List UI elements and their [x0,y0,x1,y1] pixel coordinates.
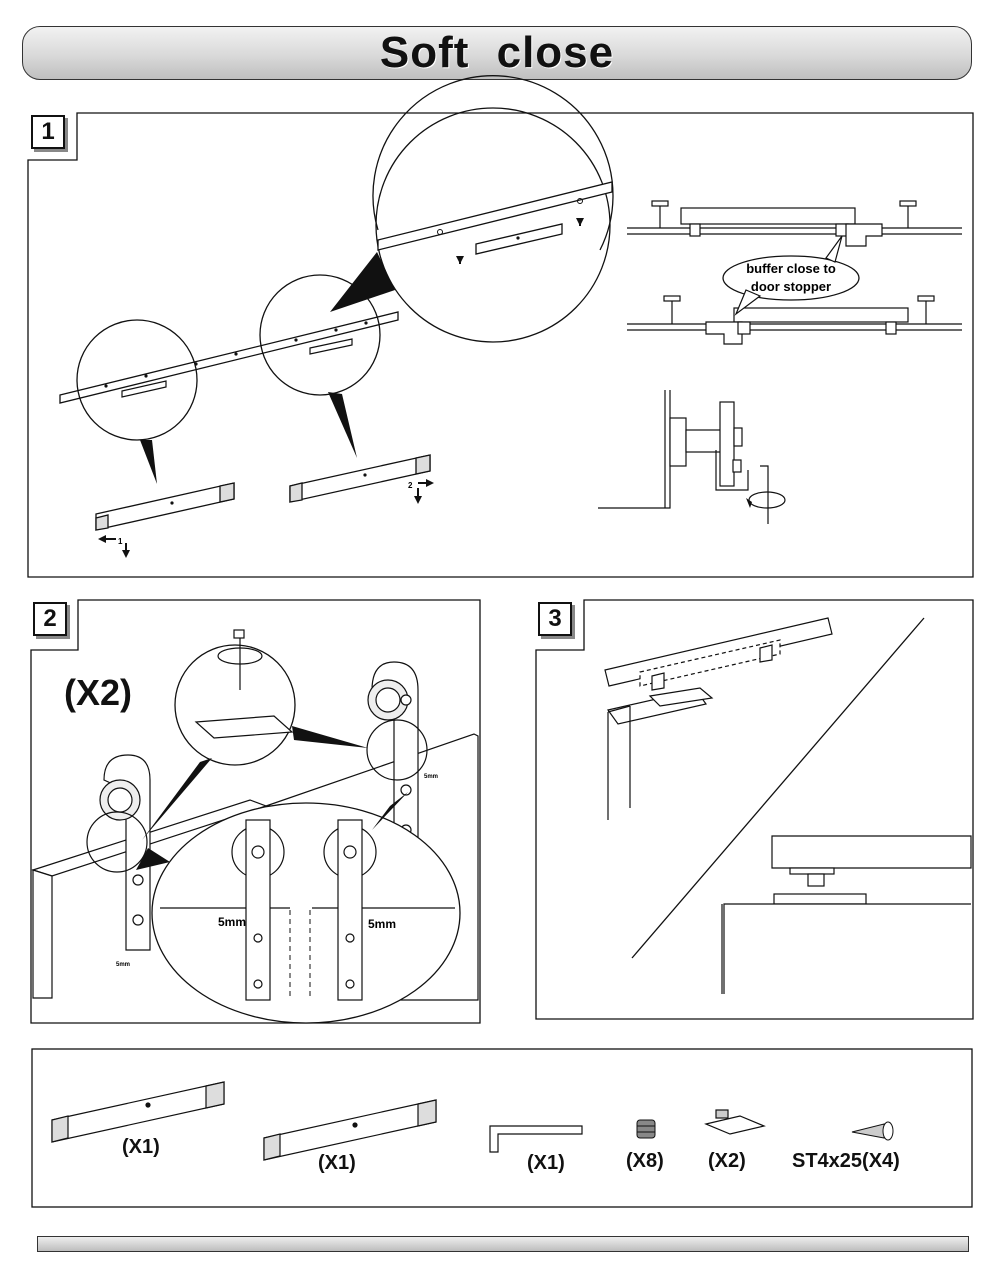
page-title: Soft close [379,28,615,77]
step-2-badge: 2 [33,602,67,636]
part-qty-3: (X1) [527,1152,565,1174]
part-qty-2: (X1) [318,1152,356,1174]
screw-icon [851,1121,894,1141]
set-screw-icon [636,1119,656,1139]
dimension-small-left: 5mm [116,962,130,968]
step-2-panel: 5mm 5mm 5mm 5mm 2 (X2) [0,0,500,1030]
step-1-panel: 1 2 [0,0,1000,600]
step-3-illustration [535,599,974,1020]
part-qty-1: (X1) [122,1136,160,1158]
arrow-label-2: 2 [408,481,413,490]
dimension-left: 5mm [218,915,246,929]
part-qty-4: (X8) [626,1150,664,1172]
soft-close-unit-left-icon [51,1081,225,1143]
hex-key-icon [489,1125,583,1153]
step-3-panel: 3 [535,599,974,1020]
step-1-badge: 1 [31,115,65,149]
long-rail [59,311,399,404]
soft-close-unit-right-icon [263,1099,437,1161]
step-2-illustration: 5mm 5mm 5mm 5mm [30,599,481,1024]
callout-line-1: buffer close to [746,261,836,276]
dimension-small-right: 5mm [424,774,438,780]
step-2-quantity: (X2) [64,672,133,713]
arrow-label-1: 1 [118,537,123,546]
step-3-badge: 3 [538,602,572,636]
step-1-illustration: 1 2 [27,75,974,578]
dimension-right: 5mm [368,917,396,931]
title-bar: Soft close [22,26,972,80]
footer-bar [37,1236,969,1252]
part-qty-6: ST4x25(X4) [792,1150,900,1172]
door-stopper-plate-icon [704,1109,766,1135]
part-qty-5: (X2) [708,1150,746,1172]
callout-line-2: door stopper [751,279,831,294]
